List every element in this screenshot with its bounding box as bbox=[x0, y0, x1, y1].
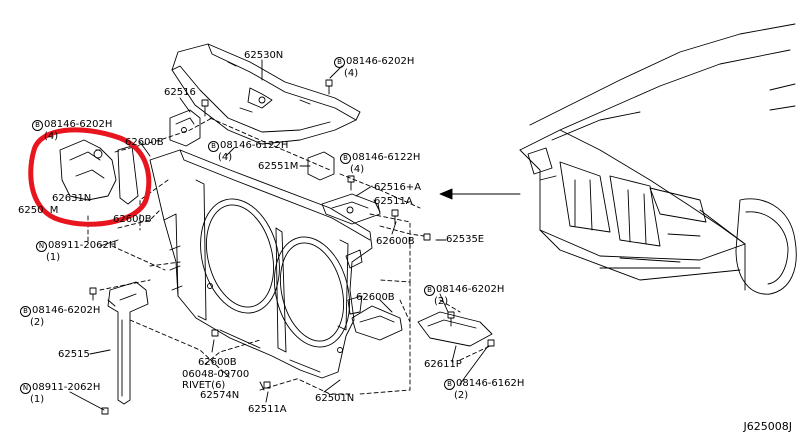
bracket-62516A bbox=[321, 193, 381, 225]
diagram-code: J625008J bbox=[743, 420, 792, 433]
nut-prefix-icon: N bbox=[36, 241, 47, 252]
label-62600B-bottom: 62600B bbox=[198, 357, 237, 368]
bolt bbox=[201, 99, 209, 117]
label-62511A-top: 62511A bbox=[374, 196, 413, 207]
bolt-prefix-icon: B bbox=[444, 379, 455, 390]
label-62516: 62516 bbox=[164, 87, 196, 98]
label-62631N: 62631N bbox=[52, 193, 92, 204]
view-arrow bbox=[439, 188, 521, 200]
side-member-left bbox=[117, 145, 139, 205]
label-62574N: 62574N bbox=[200, 390, 240, 401]
bracket-62516 bbox=[169, 109, 201, 147]
locator-lines bbox=[87, 117, 491, 395]
label-62600B-left: 62600B bbox=[113, 214, 152, 225]
label-62515: 62515 bbox=[58, 349, 90, 360]
highlight-circle bbox=[28, 127, 152, 227]
bracket-62611P bbox=[417, 311, 493, 347]
label-6250M: 6250 M bbox=[18, 205, 59, 216]
core-support-62501N bbox=[149, 149, 373, 379]
bolts bbox=[89, 79, 495, 415]
label-62501N: 62501N bbox=[315, 393, 355, 404]
label-62535E: 62535E bbox=[446, 234, 485, 245]
bolt-prefix-icon: B bbox=[340, 153, 351, 164]
part-62551M bbox=[307, 151, 335, 181]
label-62551M: 62551M bbox=[258, 161, 299, 172]
nut-prefix-icon: N bbox=[20, 383, 31, 394]
label-62600B-b: 62600B bbox=[376, 236, 415, 247]
label-62511A-bottom: 62511A bbox=[248, 404, 287, 415]
bolt-prefix-icon: B bbox=[32, 120, 43, 131]
label-62516A: 62516+A bbox=[374, 182, 422, 193]
label-62600B-a: 62600B bbox=[125, 137, 164, 148]
label-rivet: RIVET(6) bbox=[182, 380, 226, 391]
leader-lines bbox=[69, 59, 489, 411]
bolt-prefix-icon: B bbox=[208, 141, 219, 152]
bolt-prefix-icon: B bbox=[20, 306, 31, 317]
stay-62515 bbox=[107, 281, 149, 405]
label-62530N: 62530N bbox=[244, 50, 284, 61]
bracket-62631N bbox=[59, 139, 117, 201]
label-62600B-right: 62600B bbox=[356, 292, 395, 303]
bolt-prefix-icon: B bbox=[424, 285, 435, 296]
car-inset bbox=[519, 23, 797, 295]
lower-bracket bbox=[351, 305, 403, 341]
label-06048: 06048-09700 bbox=[182, 369, 250, 380]
upper-cover-62530N bbox=[171, 43, 361, 145]
bolt-prefix-icon: B bbox=[334, 57, 345, 68]
label-62611P: 62611P bbox=[424, 359, 462, 370]
